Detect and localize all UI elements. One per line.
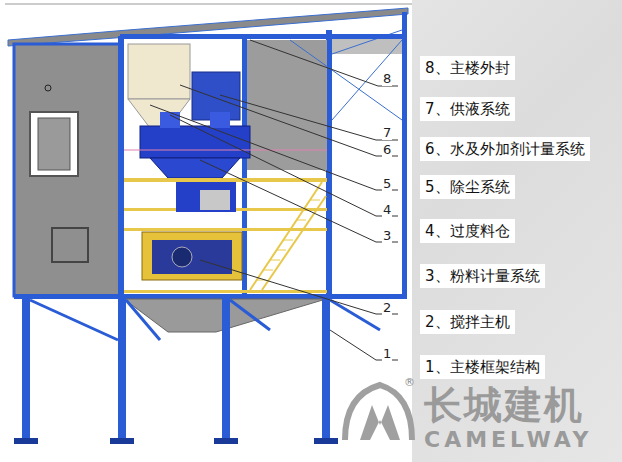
callout-number: 5 [382,177,392,191]
part-label: 1、主楼框架结构 [420,355,545,379]
part-label: 2、搅拌主机 [420,310,515,334]
part-label: 4、过度料仓 [420,219,515,243]
part-label: 3、粉料计量系统 [420,264,545,288]
watermark-text: CAMELWAY [424,428,593,452]
part-label: 5、除尘系统 [420,175,515,199]
watermark-text: 长城建机 [424,385,584,425]
part-label: 6、水及外加剂计量系统 [420,137,590,161]
part-label: 7、供液系统 [420,97,515,121]
callout-number: 4 [382,203,392,217]
callout-number: 8 [382,72,392,86]
part-label: 8、主楼外封 [420,56,515,80]
watermark-mark: ® [404,377,415,389]
callout-number: 6 [382,143,392,157]
callout-number: 2 [382,301,392,315]
callout-number: 3 [382,229,392,243]
callout-number: 1 [382,347,392,361]
callout-number: 7 [382,126,392,140]
